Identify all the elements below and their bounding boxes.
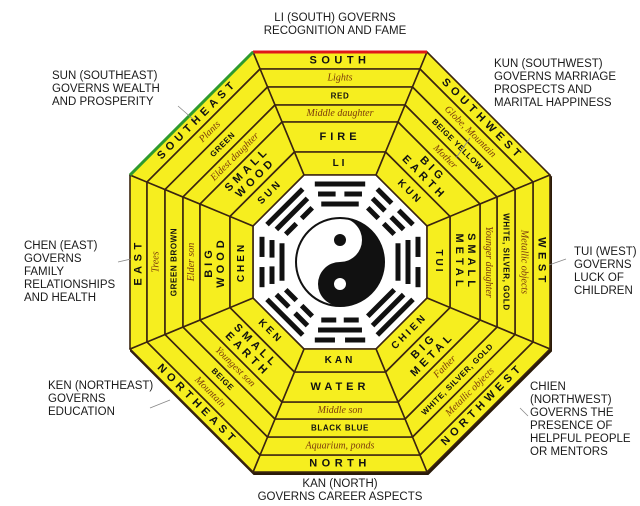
trigram-tui-icon: [395, 236, 421, 288]
sector-object-label: Aquarium, ponds: [305, 441, 375, 452]
trigram-sun-icon: [265, 187, 315, 237]
callout-line: (NORTHWEST): [530, 394, 612, 406]
callout-line: PRESENCE OF: [530, 420, 613, 432]
sector-trigram-label: CHEN: [236, 242, 247, 282]
leader-line: [117, 258, 132, 263]
sector-direction-label: SOUTH: [310, 55, 371, 67]
trigram-chien-icon: [365, 287, 415, 337]
callout-line: GOVERNS CAREER ASPECTS: [257, 491, 423, 503]
callout-line: AND HEALTH: [24, 292, 96, 304]
leader-line: [455, 137, 471, 159]
callout-line: GOVERNS: [574, 259, 632, 271]
callout-line: HELPFUL PEOPLE: [530, 433, 631, 445]
sector-family-label: Middle daughter: [306, 108, 374, 119]
sector-trigram-label: LI: [333, 158, 348, 169]
leader-line: [149, 399, 171, 409]
callout-line: GOVERNS: [24, 253, 82, 265]
callout-line: RELATIONSHIPS: [24, 279, 116, 291]
yin-yang-icon: [295, 217, 385, 307]
trigram-li-icon: [314, 181, 366, 207]
sector-object-label: Metallic objects: [519, 229, 530, 294]
callout-line: MARITAL HAPPINESS: [494, 97, 612, 109]
band-trigram: [229, 151, 305, 227]
callout-line: FAMILY: [24, 266, 65, 278]
callout-line: GOVERNS WEALTH: [52, 83, 160, 95]
trigram-chen-icon: [259, 236, 285, 288]
sector-color-label: GREEN BROWN: [170, 228, 179, 296]
sector-element-label: BIGWOOD: [203, 236, 227, 287]
sector-color-label: BLACK BLUE: [311, 424, 369, 433]
sector-trigram-label: KAN: [325, 355, 356, 366]
callout-north: KAN (NORTH)GOVERNS CAREER ASPECTS: [240, 478, 440, 504]
callout-line: CHILDREN: [574, 285, 633, 297]
callout-line: GOVERNS MARRIAGE: [494, 71, 617, 83]
callout-line: SUN (SOUTHEAST): [52, 70, 158, 82]
sector-direction-label: WEST: [536, 237, 548, 287]
callout-line: EDUCATION: [48, 406, 115, 418]
sector-direction-label: NORTH: [309, 458, 371, 470]
callout-line: GOVERNS: [48, 393, 106, 405]
sector-element-label: FIRE: [319, 131, 360, 143]
sector-element-label: SMALLMETAL: [453, 233, 477, 291]
callout-line: PROSPECTS AND: [494, 84, 592, 96]
leader-line: [177, 105, 195, 121]
leader-line: [519, 407, 529, 417]
sector-color-label: WHITE, SILVER, GOLD: [502, 213, 511, 310]
callout-line: LUCK OF: [574, 272, 624, 284]
callout-line: KUN (SOUTHWEST): [494, 58, 603, 70]
sector-direction-label: EAST: [133, 238, 145, 285]
sector-family-label: Middle son: [317, 405, 363, 416]
southeast-edge-accent: [128, 50, 255, 177]
leader-line: [548, 258, 567, 266]
sector-east: EAST Trees GREEN BROWN Elder son BIGWOOD CHEN: [129, 174, 254, 350]
callout-line: KEN (NORTHEAST): [48, 380, 154, 392]
callout-line: TUI (WEST): [574, 246, 637, 258]
callout-line: GOVERNS THE: [530, 407, 614, 419]
trigram-kun-icon: [365, 187, 415, 237]
sector-family-label: Younger daughter: [483, 226, 494, 298]
trigram-ken-icon: [265, 287, 315, 337]
callout-line: CHIEN: [530, 381, 566, 393]
callout-line: KAN (NORTH): [302, 478, 378, 490]
callout-line: OR MENTORS: [530, 446, 608, 458]
callout-line: LI (SOUTH) GOVERNS: [274, 12, 396, 24]
sector-object-label: Lights: [326, 73, 352, 84]
callout-line: RECOGNITION AND FAME: [263, 25, 407, 37]
sector-trigram-label: TUI: [433, 249, 444, 274]
trigram-kan-icon: [314, 317, 366, 343]
sector-object-label: Trees: [151, 251, 162, 272]
sector-color-label: RED: [331, 92, 350, 101]
callout-line: CHEN (EAST): [24, 240, 98, 252]
sector-family-label: Elder son: [186, 243, 197, 283]
sector-element-label: WATER: [311, 381, 370, 393]
callout-line: AND PROSPERITY: [52, 96, 154, 108]
